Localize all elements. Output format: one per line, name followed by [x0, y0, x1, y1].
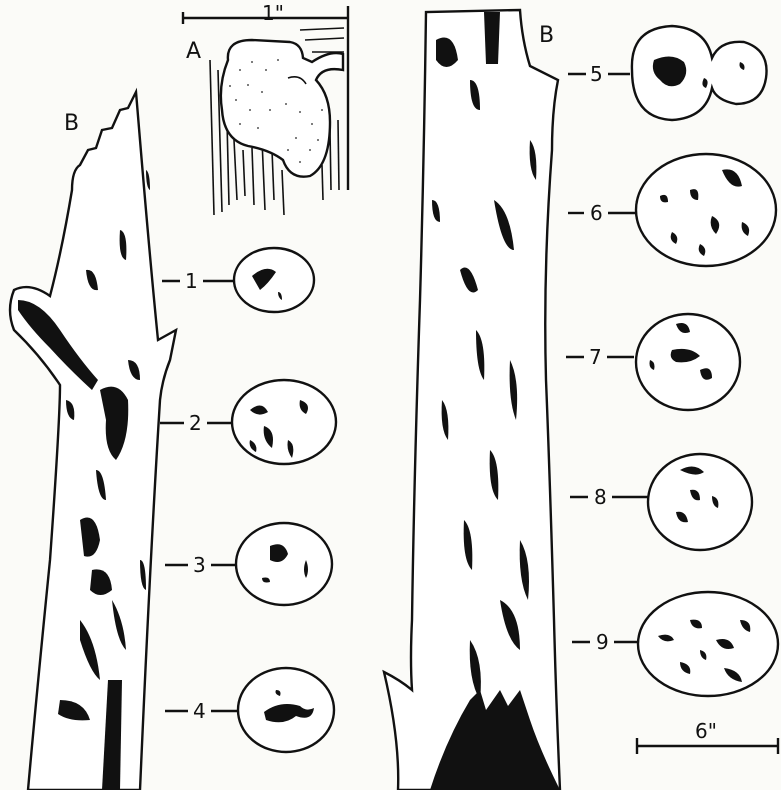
section-5: 5	[568, 26, 767, 120]
section-5-disc	[632, 26, 767, 120]
section-1-disc	[234, 248, 314, 312]
inset-a: 1" A	[183, 1, 348, 215]
sections-right: 5 6 7 8	[566, 26, 778, 696]
section-9-label: 9	[596, 630, 609, 654]
section-3-disc	[236, 523, 332, 605]
inset-scale-label: 1"	[262, 1, 284, 25]
section-6-disc	[636, 154, 776, 266]
section-1: 1	[162, 248, 314, 312]
section-9: 9	[572, 592, 778, 696]
panel-a-label: A	[186, 39, 201, 64]
stem-left-outline	[10, 92, 176, 790]
sections-left: 1 2 3 4	[160, 248, 336, 752]
section-8-label: 8	[594, 485, 607, 509]
section-2-disc	[232, 380, 336, 464]
stem-left: B	[10, 92, 176, 790]
section-4: 4	[165, 668, 334, 752]
section-8-disc	[648, 454, 752, 550]
inset-lesion	[221, 40, 343, 177]
section-2: 2	[160, 380, 336, 464]
section-1-label: 1	[185, 269, 198, 293]
section-3-label: 3	[193, 553, 206, 577]
section-2-label: 2	[189, 411, 202, 435]
stem-right: B	[384, 10, 560, 790]
section-6: 6	[568, 154, 776, 266]
section-4-label: 4	[193, 699, 206, 723]
panel-b-left-label: B	[64, 111, 79, 136]
panel-b-right-label: B	[539, 23, 554, 48]
section-8: 8	[570, 454, 752, 550]
section-5-label: 5	[590, 62, 603, 86]
section-6-label: 6	[590, 201, 603, 225]
section-9-disc	[638, 592, 778, 696]
scale-bar: 6"	[637, 719, 778, 754]
section-3: 3	[165, 523, 332, 605]
section-7-label: 7	[589, 345, 602, 369]
section-7: 7	[566, 314, 740, 410]
scale-bar-label: 6"	[695, 719, 717, 743]
